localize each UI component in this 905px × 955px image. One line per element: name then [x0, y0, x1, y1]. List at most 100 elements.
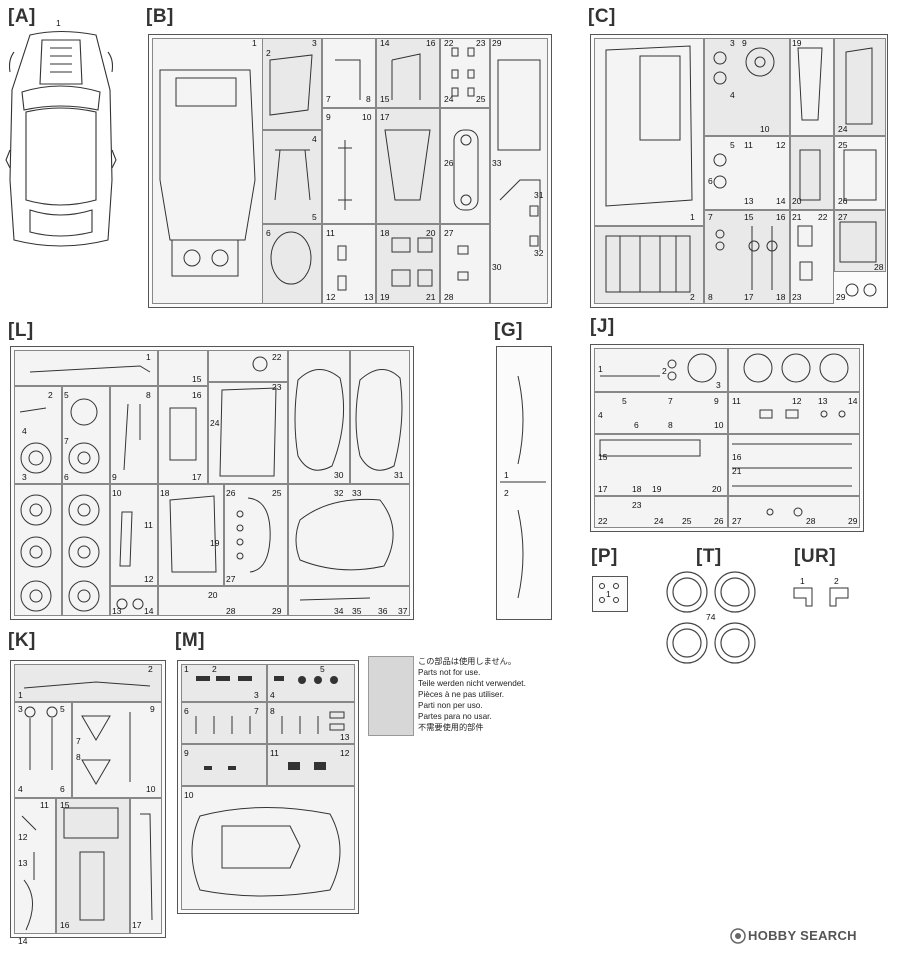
part-number: 1 — [56, 18, 61, 28]
sprue-k-cell — [56, 798, 130, 934]
part-number: 9 — [112, 472, 117, 482]
sprue-b-cell — [262, 130, 322, 224]
part-number: 5 — [64, 390, 69, 400]
part-number: 9 — [150, 704, 155, 714]
legend-line: Parts not for use. — [418, 668, 481, 677]
part-number: 1 — [598, 364, 603, 374]
part-number: 34 — [334, 606, 344, 616]
part-number: 8 — [146, 390, 151, 400]
part-number: 27 — [838, 212, 848, 222]
sprue-l-cell — [208, 382, 288, 484]
part-number: 2 — [148, 664, 153, 674]
hobbysearch-logo-icon — [730, 928, 746, 944]
part-number: 10 — [760, 124, 770, 134]
part-number: 1 — [146, 352, 151, 362]
part-number: 5 — [312, 212, 317, 222]
part-number: 4 — [18, 784, 23, 794]
part-number: 28 — [226, 606, 236, 616]
sprue-j-cell — [594, 392, 728, 434]
sprue-l-cell — [62, 484, 110, 616]
part-number: 33 — [492, 158, 502, 168]
part-number: 1 — [606, 589, 611, 599]
part-number: 13 — [112, 606, 122, 616]
part-number: 20 — [712, 484, 722, 494]
sprue-l-cell — [14, 350, 158, 386]
part-number: 4 — [598, 410, 603, 420]
part-number: 25 — [272, 488, 282, 498]
part-number: 19 — [210, 538, 220, 548]
part-number: 4 — [22, 426, 27, 436]
part-number: 12 — [776, 140, 786, 150]
part-number: 10 — [112, 488, 122, 498]
part-number: 14 — [144, 606, 154, 616]
part-number: 32 — [534, 248, 544, 258]
part-number: 20 — [792, 196, 802, 206]
part-number: 18 — [776, 292, 786, 302]
unused-parts-swatch — [368, 656, 414, 736]
part-number: 21 — [732, 466, 742, 476]
part-number: 9 — [184, 748, 189, 758]
part-number: 13 — [364, 292, 374, 302]
part-number: 11 — [270, 748, 279, 758]
sprue-g-frame — [496, 346, 552, 620]
part-number: 2 — [504, 488, 509, 498]
part-number: 25 — [838, 140, 848, 150]
part-number: 9 — [714, 396, 719, 406]
sprue-l-cell — [14, 484, 62, 616]
sprue-l-cell — [288, 586, 410, 616]
part-number: 11 — [744, 140, 753, 150]
sprue-j-cell — [594, 348, 728, 392]
part-number: 18 — [632, 484, 642, 494]
part-number: 8 — [668, 420, 673, 430]
part-number: 25 — [682, 516, 692, 526]
legend-line: この部品は使用しません。 — [418, 657, 517, 666]
sprue-b-cell — [376, 108, 440, 224]
part-number: 15 — [192, 374, 202, 384]
part-number: 3 — [254, 690, 259, 700]
part-number: 6 — [60, 784, 65, 794]
part-number: 13 — [744, 196, 754, 206]
part-number: 30 — [334, 470, 344, 480]
part-number: 15 — [598, 452, 608, 462]
part-number: 23 — [476, 38, 486, 48]
part-number: 16 — [60, 920, 70, 930]
part-number: 24 — [444, 94, 454, 104]
part-number: 17 — [380, 112, 390, 122]
sprue-b-cell — [262, 38, 322, 130]
part-number: 37 — [398, 606, 408, 616]
legend-line: Teile werden nicht verwendet. — [418, 679, 526, 688]
part-number: 6 — [708, 176, 713, 186]
part-number: 5 — [60, 704, 65, 714]
part-number: 8 — [270, 706, 275, 716]
sprue-l-cell — [208, 350, 288, 382]
part-number: 13 — [818, 396, 828, 406]
part-number: 3 — [22, 472, 27, 482]
part-number: 14 — [380, 38, 390, 48]
sprue-label-c: [C] — [588, 6, 616, 27]
sprue-c-cell — [834, 38, 886, 136]
part-number: 12 — [792, 396, 802, 406]
part-number: 29 — [492, 38, 502, 48]
part-number: 29 — [272, 606, 282, 616]
part-number: 27 — [732, 516, 742, 526]
watermark-text: HOBBY SEARCH — [748, 928, 857, 943]
part-number: 23 — [792, 292, 802, 302]
part-number: 6 — [266, 228, 271, 238]
part-number: 35 — [352, 606, 362, 616]
part-number: 5 — [622, 396, 627, 406]
part-number: 1 — [690, 212, 695, 222]
sprue-label-k: [K] — [8, 630, 36, 651]
part-number: 15 — [380, 94, 390, 104]
part-number: 24 — [838, 124, 848, 134]
part-number: 7 — [668, 396, 673, 406]
part-number: 8 — [76, 752, 81, 762]
sprue-c-cell — [594, 38, 704, 226]
sprue-m-cell — [181, 664, 267, 702]
part-number: 8 — [708, 292, 713, 302]
part-number: 2 — [690, 292, 695, 302]
part-number: 22 — [818, 212, 828, 222]
part-number: 1 — [18, 690, 23, 700]
sprue-l-cell — [224, 484, 288, 586]
sprue-j-cell — [728, 496, 860, 528]
sprue-l-cell — [158, 586, 288, 616]
